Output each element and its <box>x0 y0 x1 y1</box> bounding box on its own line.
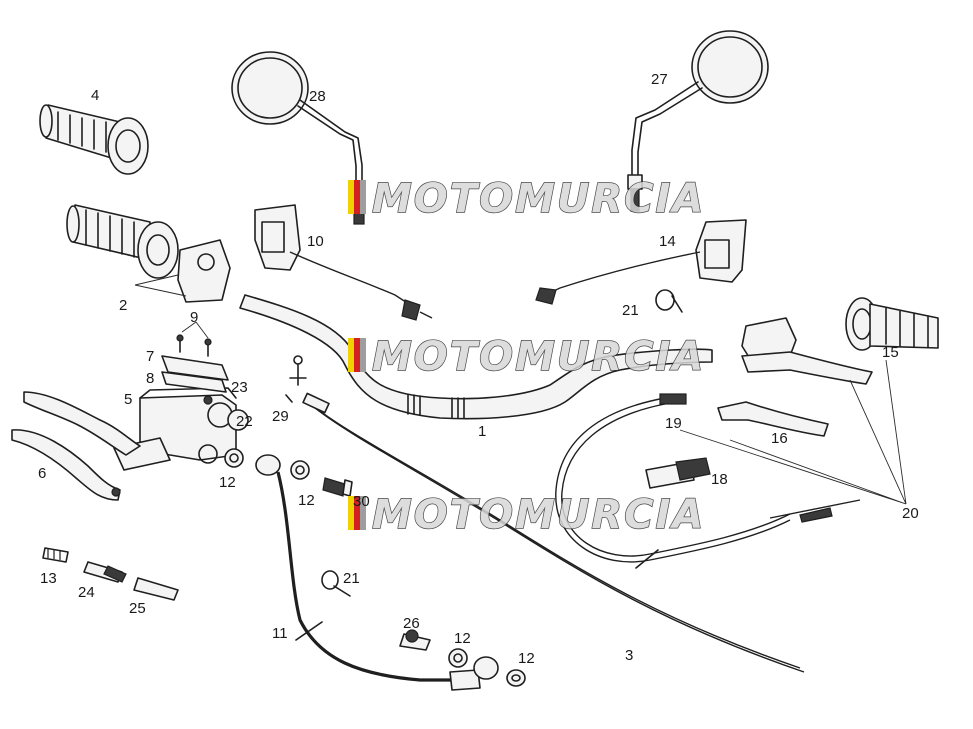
label-13: 13 <box>40 570 57 587</box>
label-22: 22 <box>236 413 253 430</box>
switch-left-10 <box>254 204 433 321</box>
label-23: 23 <box>231 379 248 396</box>
label-10: 10 <box>307 233 324 250</box>
watermark-2: MOTOMURCIA <box>348 333 705 381</box>
bolt-29 <box>285 355 307 403</box>
label-7: 7 <box>146 348 154 365</box>
label-21b: 21 <box>343 570 360 587</box>
clamp-21-upper <box>655 289 683 313</box>
label-12d: 12 <box>518 650 535 667</box>
label-15: 15 <box>882 344 899 361</box>
mirror-right <box>627 30 769 212</box>
switch-right-14 <box>535 219 747 305</box>
throttle-grip-2 <box>66 204 231 303</box>
throttle-cable-3 <box>302 392 805 673</box>
label-14: 14 <box>659 233 676 250</box>
clutch-cable <box>555 393 861 569</box>
label-26: 26 <box>403 615 420 632</box>
label-21a: 21 <box>622 302 639 319</box>
brake-hose-11 <box>255 454 499 691</box>
part-labels: 1 2 3 4 5 6 7 8 9 10 11 12 12 12 12 13 1… <box>38 71 919 667</box>
label-2: 2 <box>119 297 127 314</box>
levers-left <box>11 391 141 501</box>
label-28: 28 <box>309 88 326 105</box>
label-6: 6 <box>38 465 46 482</box>
label-20: 20 <box>902 505 919 522</box>
label-8: 8 <box>146 370 154 387</box>
label-27: 27 <box>651 71 668 88</box>
watermark: MOTOMURCIA MOTOMURCIA MOTOMURCIA <box>348 175 705 539</box>
handlebar-1 <box>239 294 713 420</box>
grip-4 <box>39 104 149 175</box>
label-19: 19 <box>665 415 682 432</box>
svg-text:MOTOMURCIA: MOTOMURCIA <box>372 176 705 222</box>
label-9: 9 <box>190 309 198 326</box>
label-30: 30 <box>353 493 370 510</box>
leaders <box>321 359 907 597</box>
label-12a: 12 <box>219 474 236 491</box>
svg-text:MOTOMURCIA: MOTOMURCIA <box>372 334 705 380</box>
label-16: 16 <box>771 430 788 447</box>
label-18: 18 <box>711 471 728 488</box>
lever-right <box>717 317 873 437</box>
label-3: 3 <box>625 647 633 664</box>
adjuster-18 <box>645 457 711 489</box>
label-11: 11 <box>272 625 288 642</box>
label-12c: 12 <box>454 630 471 647</box>
svg-text:MOTOMURCIA: MOTOMURCIA <box>372 492 705 538</box>
label-4: 4 <box>91 87 99 104</box>
grip-15 <box>845 297 939 351</box>
label-24: 24 <box>78 584 95 601</box>
label-1: 1 <box>478 423 486 440</box>
mirror-left <box>231 51 365 225</box>
watermark-1: MOTOMURCIA <box>348 175 705 223</box>
label-12b: 12 <box>298 492 315 509</box>
label-5: 5 <box>124 391 132 408</box>
label-25: 25 <box>129 600 146 617</box>
label-29: 29 <box>272 408 289 425</box>
hardware <box>42 448 526 687</box>
watermark-3: MOTOMURCIA <box>348 491 705 539</box>
